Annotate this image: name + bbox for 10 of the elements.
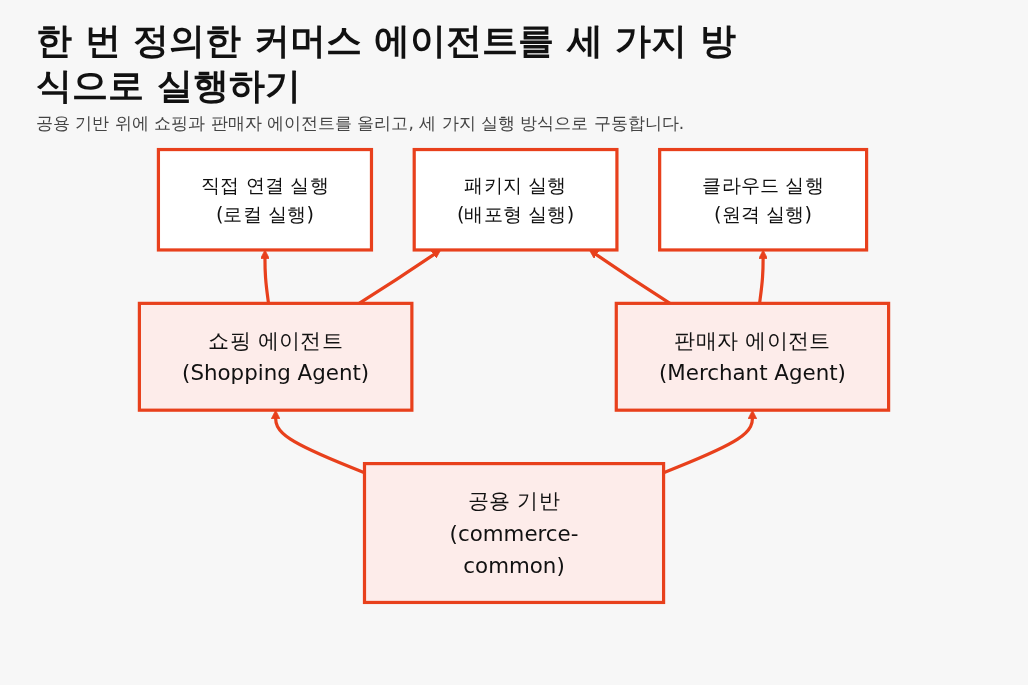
node-box: 쇼핑 에이전트 (Shopping Agent) xyxy=(137,301,414,412)
node-box: 직접 연결 실행 (로컬 실행) xyxy=(156,147,374,252)
arrow xyxy=(260,249,271,304)
node-box: 클라우드 실행 (원격 실행) xyxy=(658,147,869,252)
arrow xyxy=(757,249,768,304)
caption: 공용 기반 위에 쇼핑과 판매자 에이전트를 올리고, 세 가지 실행 방식으로 구동합니다. xyxy=(36,112,686,135)
node-box: 패키지 실행 (배포형 실행) xyxy=(412,147,619,252)
node-box: 공용 기반 (commerce-common) xyxy=(362,462,666,605)
node-box: 판매자 에이전트 (Merchant Agent) xyxy=(614,301,891,412)
title: 한 번 정의한 커머스 에이전트를 세 가지 방식으로 실행하기 xyxy=(36,19,736,108)
